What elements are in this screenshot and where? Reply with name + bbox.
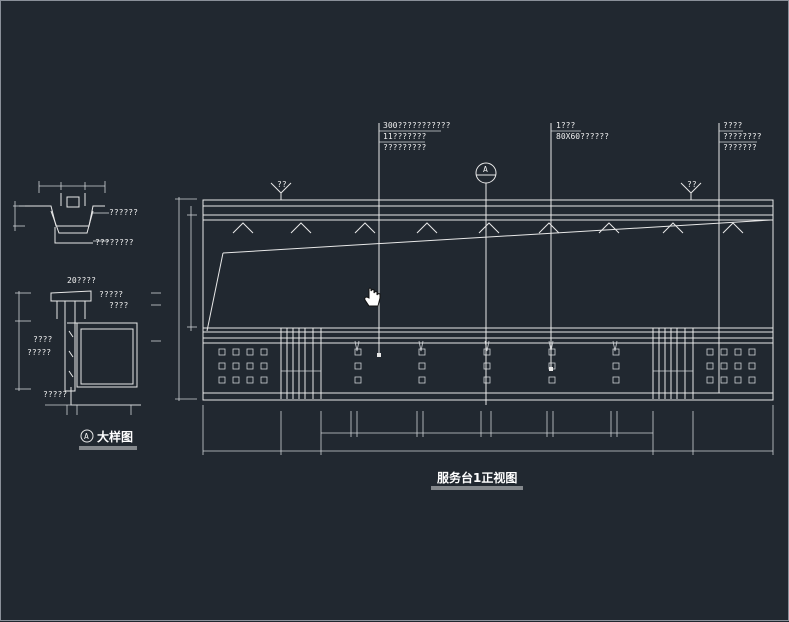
section-marker: A [483, 165, 488, 174]
callout-left-2: 11??????? [383, 132, 427, 141]
elevation-frame [175, 197, 774, 401]
callout-left-3: ????????? [383, 143, 427, 152]
lamp-symbol-left [270, 182, 292, 200]
lamp-tag-right: ?? [687, 180, 697, 189]
panel-squares-middle [354, 348, 620, 384]
detail-marker-circle [80, 429, 94, 443]
detail-label-mid-top: 20???? [67, 276, 96, 285]
callout-right-3: ??????? [723, 143, 757, 152]
detail-label-top-right-2: ???????? [95, 238, 134, 247]
detail-title: 大样图 [97, 429, 133, 444]
callout-left-1: 300??????????? [383, 121, 451, 130]
panel-squares-right [706, 348, 756, 384]
lamp-tag-left: ?? [277, 180, 287, 189]
callout-center-2: 80X60?????? [556, 132, 609, 141]
elevation-title: 服务台1正视图 [437, 470, 517, 485]
detail-label-top-right-1: ?????? [109, 208, 138, 217]
detail-top-profile [13, 181, 109, 244]
detail-label-bottom: ????? [43, 390, 67, 399]
detail-label-mid-right-2: ???? [109, 301, 128, 310]
detail-label-left-1: ???? [33, 335, 52, 344]
callout-center-1: 1??? [556, 121, 575, 130]
panel-squares-left [218, 348, 268, 384]
detail-section [15, 290, 161, 415]
detail-label-left-2: ????? [27, 348, 51, 357]
callout-right-2: ???????? [723, 132, 762, 141]
hand-pointer-icon [364, 287, 381, 307]
detail-marker: A [84, 432, 89, 441]
lamp-symbol-right [680, 182, 702, 200]
callout-right-1: ???? [723, 121, 742, 130]
detail-label-mid-right-1: ????? [99, 290, 123, 299]
bottom-dimensions [202, 405, 774, 455]
